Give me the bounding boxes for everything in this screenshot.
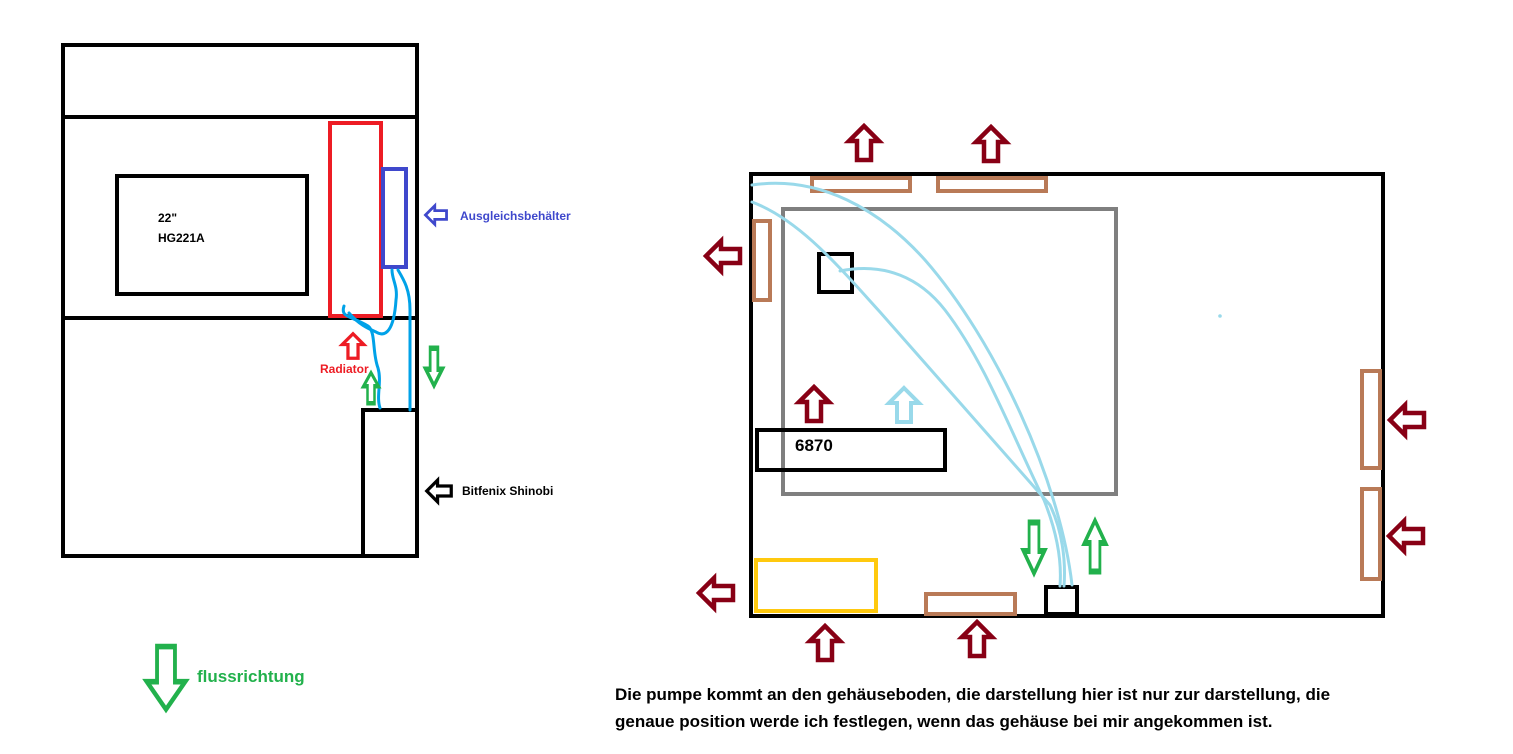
- exhaust-arrow-rear: [706, 241, 740, 271]
- intake-arrow-front-2: [1389, 521, 1423, 551]
- radiator-label: Radiator: [320, 362, 369, 376]
- note-line-2: genaue position werde ich festlegen, wen…: [615, 712, 1273, 731]
- flow-direction-legend-label: flussrichtung: [197, 667, 305, 686]
- cpu-airflow-arrow: [887, 386, 921, 424]
- pump-flow-arrow-down: [1024, 523, 1045, 574]
- right-diagram: 6870: [615, 126, 1424, 731]
- flow-arrow-up: [364, 373, 379, 404]
- fan-bottom: [924, 592, 1017, 616]
- stray-dot: [1218, 314, 1222, 318]
- monitor-box: [115, 174, 309, 296]
- fan-rear: [752, 219, 772, 302]
- fan-top-1: [810, 176, 912, 193]
- gpu-card: [755, 428, 947, 472]
- monitor-model-label: HG221A: [158, 231, 205, 245]
- gpu-airflow-arrow: [799, 387, 829, 421]
- case-fans: [752, 176, 1382, 616]
- monitor-size-label: 22": [158, 211, 177, 225]
- desk-outline: [61, 43, 419, 558]
- intake-arrow-bottom-2: [962, 622, 992, 656]
- intake-arrow-front-1: [1390, 405, 1424, 435]
- reservoir-box: [381, 167, 408, 269]
- radiator-box: [328, 121, 383, 318]
- left-diagram: 22" HG221A Ausgleichsbehälter Radiator: [61, 43, 571, 710]
- reservoir-label: Ausgleichsbehälter: [460, 209, 571, 223]
- pump-box: [1044, 585, 1079, 616]
- exhaust-arrow-rear-bottom: [699, 578, 733, 608]
- exhaust-arrow-top-1: [849, 126, 879, 160]
- reservoir-pointer-arrow: [424, 204, 448, 226]
- motherboard-outline: [781, 207, 1118, 496]
- fan-front-1: [1360, 369, 1382, 470]
- note-line-1: Die pumpe kommt an den gehäuseboden, die…: [615, 685, 1330, 704]
- psu-box: [754, 558, 878, 613]
- gpu-label: 6870: [795, 436, 833, 455]
- water-tubing: [341, 268, 412, 412]
- flow-direction-legend-arrow: [147, 647, 185, 710]
- intake-arrow-bottom-1: [810, 626, 840, 660]
- cpu-block: [817, 252, 854, 294]
- radiator-pointer-arrow: [340, 332, 366, 360]
- fan-top-2: [936, 176, 1048, 193]
- pump-flow-arrow-up: [1085, 521, 1106, 572]
- pc-case-box: [361, 408, 419, 558]
- case-label: Bitfenix Shinobi: [462, 484, 553, 498]
- case-pointer-arrow: [425, 478, 453, 504]
- flow-arrow-down: [426, 348, 443, 385]
- cpu-tubing: [750, 181, 1074, 588]
- exhaust-arrow-top-2: [976, 127, 1006, 161]
- fan-front-2: [1360, 487, 1382, 581]
